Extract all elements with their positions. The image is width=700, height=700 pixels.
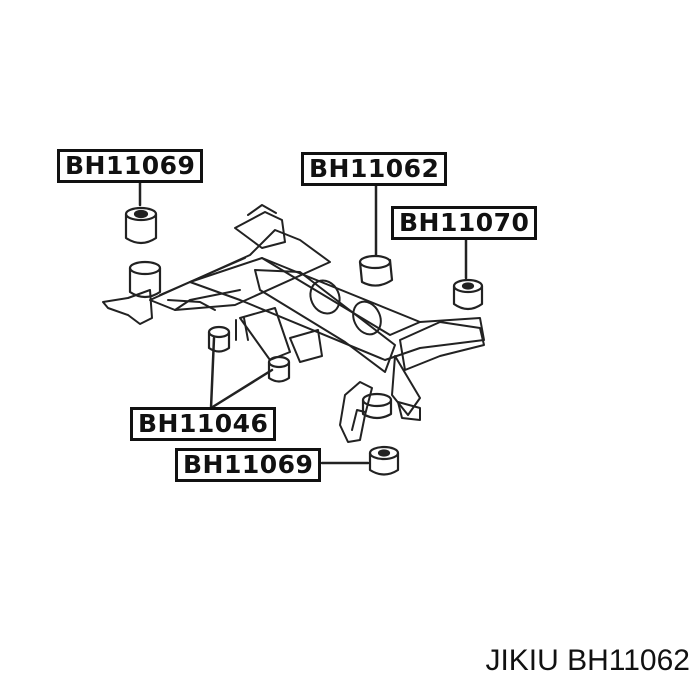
leader-line-middle-left-b <box>209 368 274 410</box>
bushings <box>124 206 484 476</box>
bushing-bh11069-loose-icon <box>124 206 158 245</box>
part-label-bh11069-top: BH11069 <box>57 149 204 183</box>
subframe-body <box>102 204 485 443</box>
bushing-bh11046-b-icon <box>267 355 291 383</box>
bushing-bh11069-bottom-icon <box>368 445 400 476</box>
bushing-bh11046-a-icon <box>207 325 231 353</box>
bushing-bh11062-icon <box>358 254 394 287</box>
part-label-bh11070: BH11070 <box>391 206 538 240</box>
bushing-lower-mount-icon <box>361 392 393 420</box>
bushing-left-mount-icon <box>128 260 162 299</box>
part-label-bh11069-bottom: BH11069 <box>175 448 322 482</box>
footer-caption: JIKIU BH11062 <box>485 644 690 677</box>
bushing-bh11070-icon <box>452 278 484 311</box>
part-label-bh11062: BH11062 <box>301 152 448 186</box>
part-label-bh11046: BH11046 <box>130 407 277 441</box>
